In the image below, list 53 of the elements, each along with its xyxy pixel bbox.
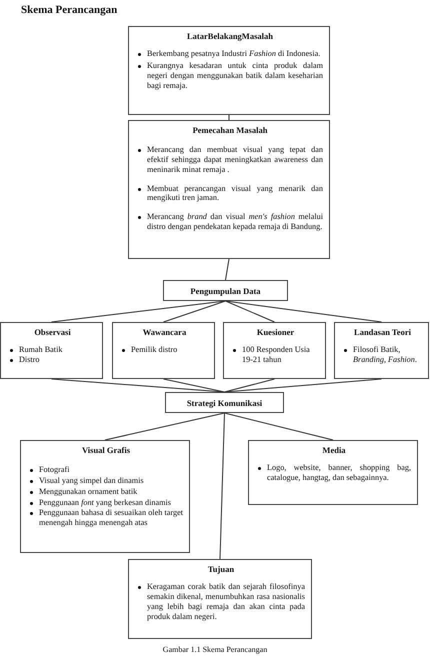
box-heading: Pengumpulan Data xyxy=(189,286,262,296)
box-heading: Wawancara xyxy=(142,327,188,337)
bullet-text: Keragaman corak batik dan sejarah filosofinya semakin dikenal, menumbuhkan rasa nasionalis yang lebih bagi remaja dan akan cinta pada produk dalam negeri. xyxy=(147,582,305,622)
bullet-text: 100 Responden Usia 19-21 tahun xyxy=(242,345,311,365)
connector-line xyxy=(163,300,226,322)
box-heading: Landasan Teori xyxy=(353,327,412,337)
process-box xyxy=(128,26,330,115)
process-box xyxy=(163,280,288,301)
connector-line xyxy=(220,412,225,560)
bullet-text: Berkembang pesatnya Industri Fashion di Indonesia. xyxy=(147,49,322,59)
connector-line xyxy=(228,114,230,120)
bullet-text: Logo, website, banner, shopping bag, catalogue, hangtag, dan sebagainnya. xyxy=(267,463,411,483)
connector-line xyxy=(104,412,225,440)
bullet-text: Penggunaan font yang berkesan dinamis xyxy=(39,498,172,508)
box-heading: Visual Grafis xyxy=(80,445,132,455)
box-heading: LatarBelakangMasalah xyxy=(186,31,274,41)
bullet-text: Rumah Batik xyxy=(19,345,64,355)
box-heading: Media xyxy=(321,445,347,455)
diagram-title: Skema Perancangan xyxy=(21,4,118,16)
bullet-text: Merancang brand dan visual men's fashion melalui distro dengan pendekatan kepada remaja di Bandung. xyxy=(147,212,323,232)
process-box xyxy=(165,392,284,413)
connector-line xyxy=(224,412,334,440)
bullet-text: Menggunakan ornament batik xyxy=(39,486,138,497)
bullet-text: Fotografi xyxy=(39,465,70,475)
connector-line xyxy=(163,378,225,392)
connector-line xyxy=(224,378,382,392)
bullet-text: Merancang dan membuat visual yang tepat dan efektif sehingga dapat meningkatkan awareness dan meninarik minat remaja . xyxy=(147,145,323,175)
box-heading: Kuesioner xyxy=(256,327,296,337)
bullet-text: Filosofi Batik, Branding, Fashion. xyxy=(353,345,418,365)
box-heading: Tujuan xyxy=(206,564,236,574)
bullet-text: Kurangnya kesadaran untuk cinta produk dalam negeri dengan menggunakan batik dalam keseharian bagi remaja. xyxy=(147,60,323,90)
box-heading: Pemecahan Masalah xyxy=(192,125,268,135)
process-box xyxy=(334,322,429,379)
connector-line xyxy=(224,378,275,392)
bullet-text: Membuat perancangan visual yang menarik dan mengikuti tren jaman. xyxy=(147,184,323,204)
process-box xyxy=(0,322,103,379)
bullet-text: Pemilik distro xyxy=(131,345,178,355)
bullet-text: Distro xyxy=(19,354,40,365)
connector-line xyxy=(225,258,230,280)
process-box xyxy=(128,120,330,259)
bullet-text: Penggunaan bahasa di sesuaikan oleh target menengah hingga menengah atas xyxy=(39,508,183,528)
process-box xyxy=(128,559,312,639)
connector-line xyxy=(225,300,275,322)
box-heading: Observasi xyxy=(33,327,72,337)
connector-line xyxy=(225,300,382,322)
process-box xyxy=(223,322,326,379)
process-box xyxy=(248,440,418,505)
bullet-text: Visual yang simpel dan dinamis xyxy=(39,476,145,486)
box-heading: Strategi Komunikasi xyxy=(186,398,264,408)
process-box xyxy=(112,322,215,379)
process-box xyxy=(20,440,190,553)
connector-line xyxy=(51,300,226,322)
figure-caption: Gambar 1.1 Skema Perancangan xyxy=(162,645,268,654)
